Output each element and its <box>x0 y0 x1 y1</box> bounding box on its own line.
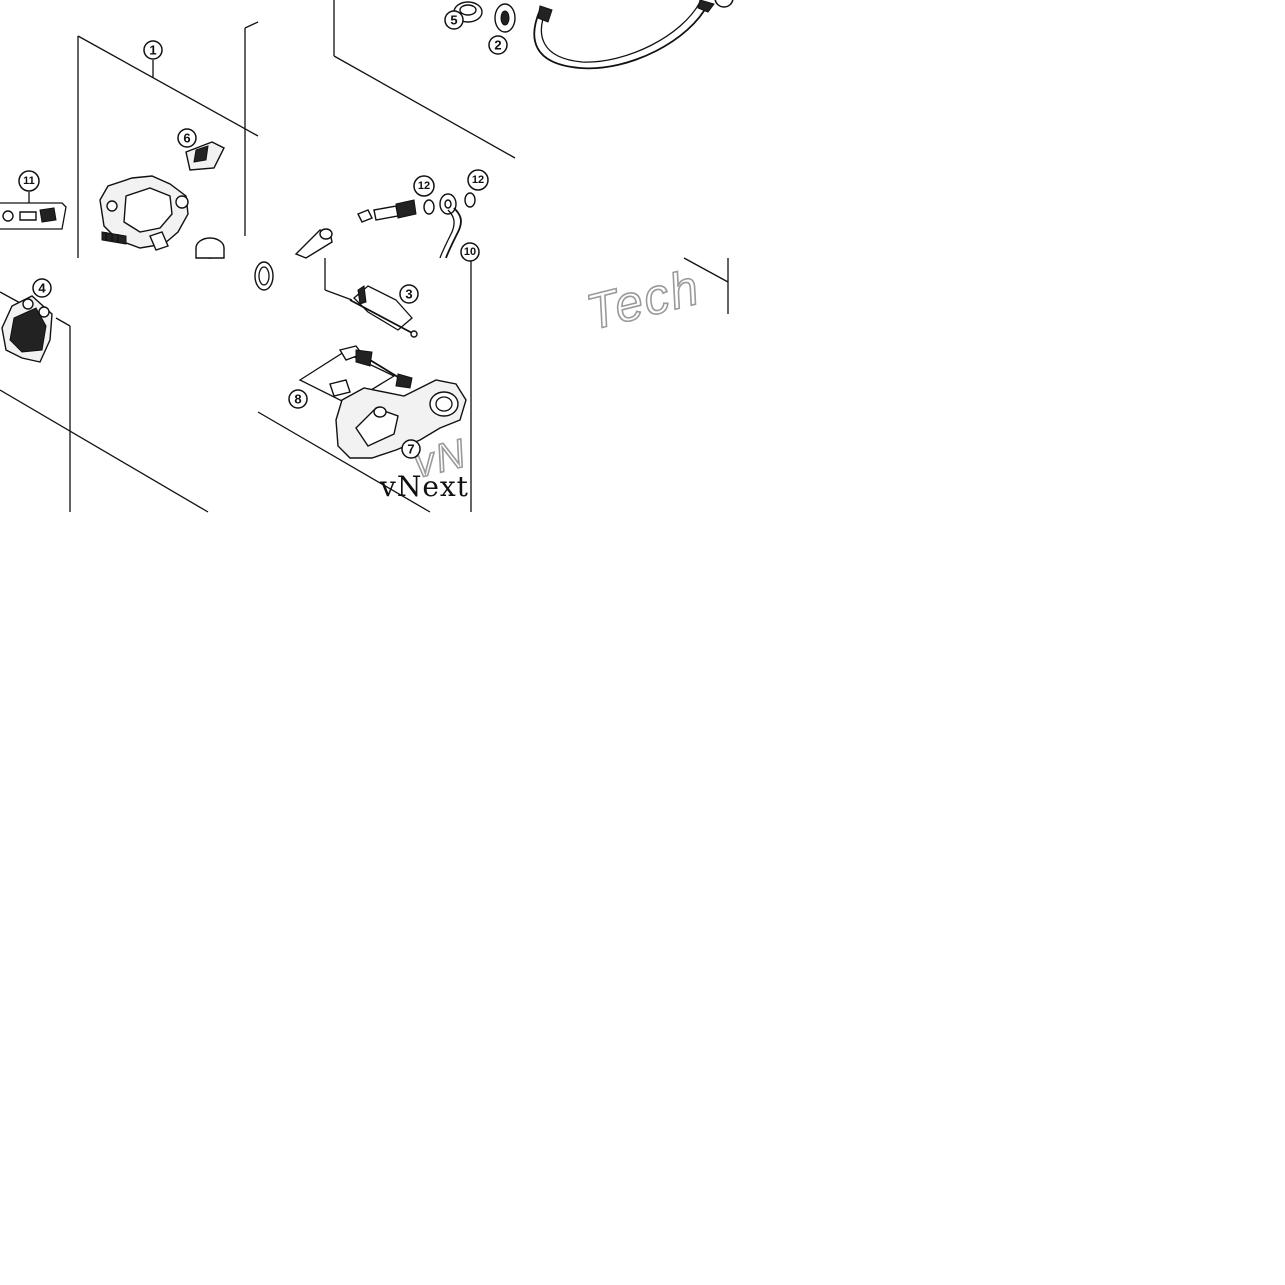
tile-right-partial: Tech <box>580 257 729 341</box>
callout-4: 4 <box>32 278 52 298</box>
svg-text:7: 7 <box>407 442 414 457</box>
tile-caliper-bracket: vNext vN <box>257 258 472 513</box>
watermark-tech: Tech <box>581 259 706 341</box>
callout-6: 6 <box>177 128 197 148</box>
svg-text:8: 8 <box>294 392 301 407</box>
svg-text:3: 3 <box>405 287 412 302</box>
callout-1: 1 <box>143 40 163 60</box>
brake-pad <box>1 295 53 363</box>
frame-line <box>257 411 431 513</box>
tile-caliper-assembly <box>0 21 259 259</box>
frame-line <box>77 35 259 137</box>
callout-7: 7 <box>401 439 421 459</box>
svg-text:6: 6 <box>183 131 190 146</box>
callout-3: 3 <box>399 284 419 304</box>
seal-ring <box>254 261 274 291</box>
svg-text:4: 4 <box>38 281 46 296</box>
leader-line <box>0 291 23 305</box>
mount-bolt-set <box>298 345 413 405</box>
reservoir-diaphragm <box>494 3 516 33</box>
banjo-bolt-set <box>294 192 476 259</box>
brake-hose <box>533 0 715 70</box>
svg-text:11: 11 <box>23 175 35 187</box>
tile-brake-pads <box>0 291 209 513</box>
tile-hose-reservoir <box>254 0 715 291</box>
frame-line <box>0 389 209 513</box>
slide-pin-set <box>349 285 418 338</box>
callout-2: 2 <box>488 35 508 55</box>
callout-partial-top <box>714 0 734 8</box>
caliper-body <box>99 175 189 251</box>
callout-5: 5 <box>444 10 464 30</box>
callout-11: 11 <box>18 170 40 192</box>
frame-line <box>244 21 259 29</box>
callout-12-right: 12 <box>467 169 489 191</box>
svg-text:10: 10 <box>464 246 476 258</box>
frame-line <box>333 55 516 159</box>
svg-text:1: 1 <box>149 43 156 58</box>
watermark-vnext: vNext <box>379 470 469 503</box>
caliper-piston <box>195 237 225 259</box>
bleeder-kit <box>0 192 67 230</box>
svg-text:12: 12 <box>418 180 430 192</box>
svg-text:5: 5 <box>450 13 457 28</box>
callout-10: 10 <box>460 242 480 262</box>
caliper-bracket <box>335 379 467 459</box>
frame-line <box>683 257 729 283</box>
pad-spring <box>185 141 225 171</box>
frame-line <box>55 317 71 327</box>
svg-text:2: 2 <box>494 38 501 53</box>
svg-text:12: 12 <box>472 174 484 186</box>
frame-line <box>324 289 353 301</box>
callout-12-left: 12 <box>413 175 435 197</box>
callout-8: 8 <box>288 389 308 409</box>
